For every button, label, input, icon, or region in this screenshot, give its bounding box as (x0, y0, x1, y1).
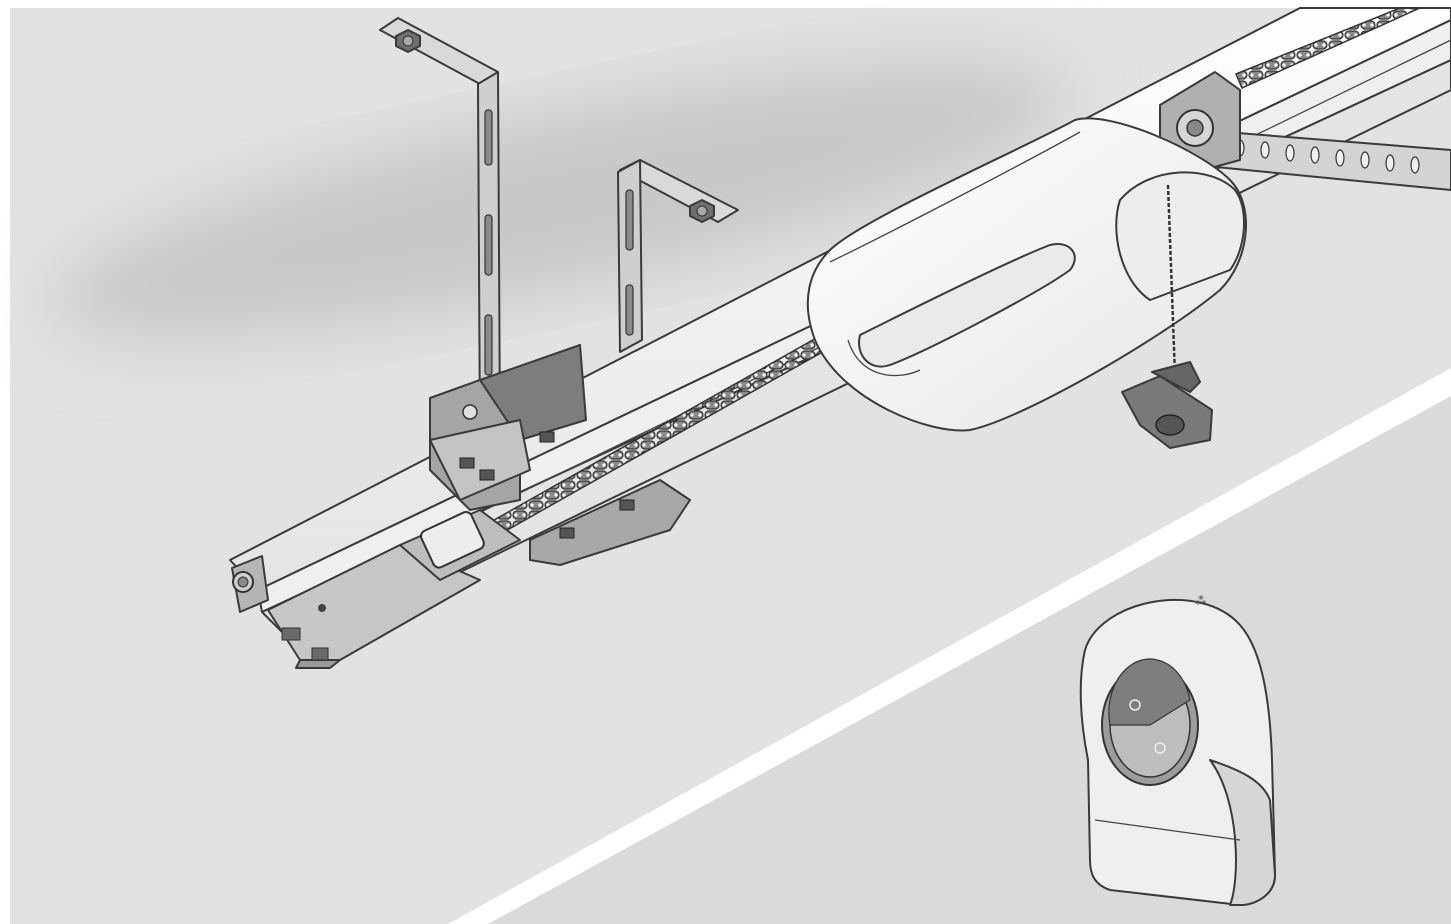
rear-sprocket-bracket (1159, 71, 1241, 176)
lower-fitting (529, 479, 691, 566)
hanger-bracket-rear (379, 17, 501, 441)
garage-door-opener-motor-icon (806, 117, 1247, 432)
ceiling-shadow (51, 60, 1069, 340)
door-carriage (429, 344, 587, 511)
frame-edge-left (0, 0, 10, 924)
wall-ceiling-joint-line (448, 368, 1451, 924)
ceiling-mounting-strap (1194, 129, 1451, 191)
wall-push-button-icon: ⁂ (1079, 594, 1276, 906)
rail-front-end-assembly (231, 509, 521, 669)
hanger-bracket-front (617, 159, 739, 353)
push-button-mark: ⁂ (1195, 594, 1207, 608)
emergency-release-handle-icon (1121, 184, 1213, 449)
frame-edge (0, 0, 1451, 8)
